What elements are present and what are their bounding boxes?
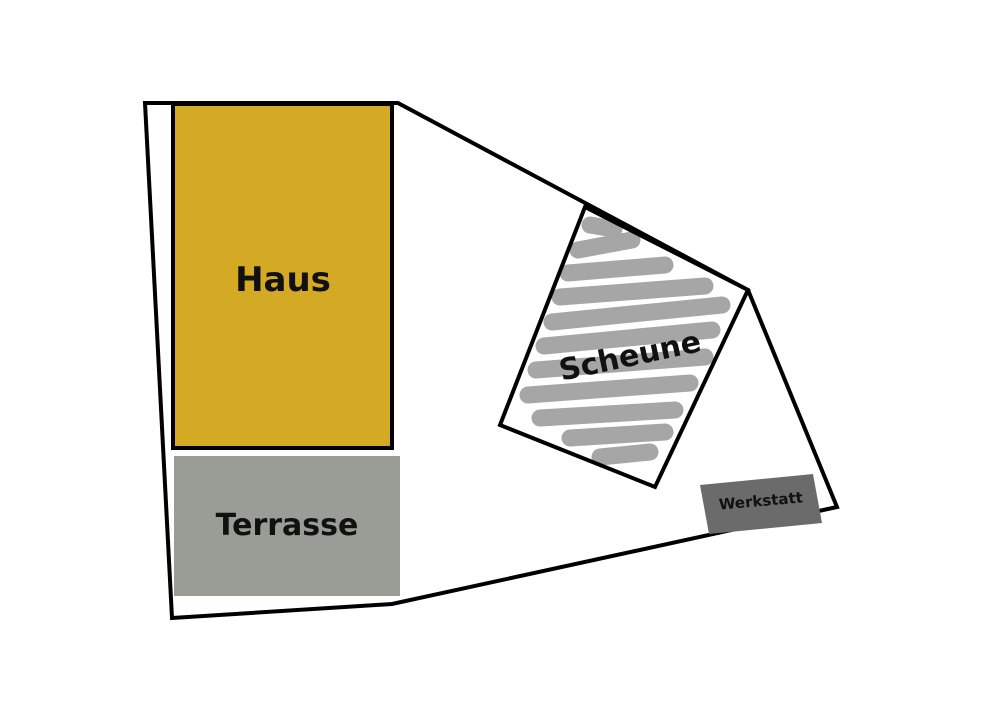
haus-label: Haus — [235, 260, 331, 300]
scheune-area — [497, 204, 751, 490]
terrasse-area — [174, 456, 400, 596]
haus-area — [171, 102, 394, 450]
terrasse-label: Terrasse — [216, 508, 359, 543]
werkstatt-area — [700, 474, 822, 534]
